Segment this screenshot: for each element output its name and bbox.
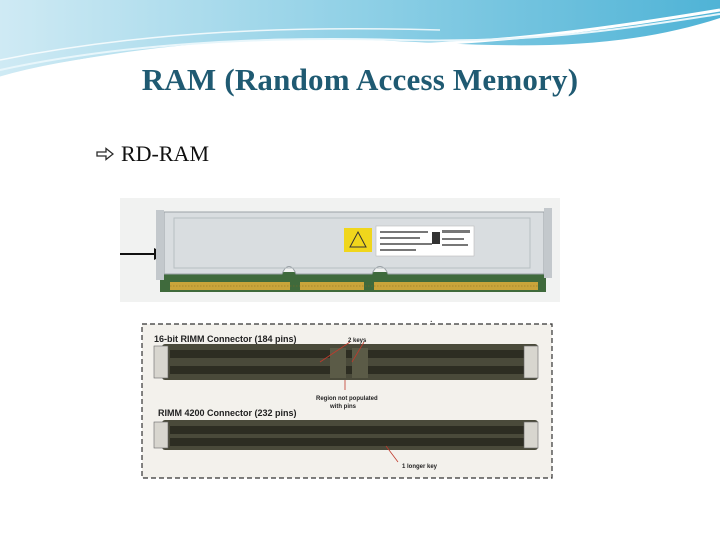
stray-dot: . bbox=[430, 314, 433, 325]
bullet-text: RD-RAM bbox=[121, 141, 210, 166]
rdram-module-photo bbox=[120, 198, 560, 302]
caption-rimm4200-connector: RIMM 4200 Connector (232 pins) bbox=[158, 408, 297, 418]
caption-region-line1: Region not populated bbox=[316, 396, 378, 402]
caption-16bit-connector: 16-bit RIMM Connector (184 pins) bbox=[154, 334, 297, 344]
slide-title: RAM (Random Access Memory) bbox=[141, 62, 579, 97]
caption-region-line2: with pins bbox=[329, 404, 357, 410]
caption-2-keys: 2 keys bbox=[348, 338, 367, 344]
bullet-item: RD-RAM bbox=[96, 141, 209, 167]
header-wave-decoration bbox=[0, 0, 720, 80]
hollow-arrow-bullet-icon bbox=[96, 147, 114, 161]
caption-longer-key: 1 longer key bbox=[402, 464, 438, 470]
rimm-connector-photo: 16-bit RIMM Connector (184 pins) 2 keys … bbox=[141, 323, 553, 479]
